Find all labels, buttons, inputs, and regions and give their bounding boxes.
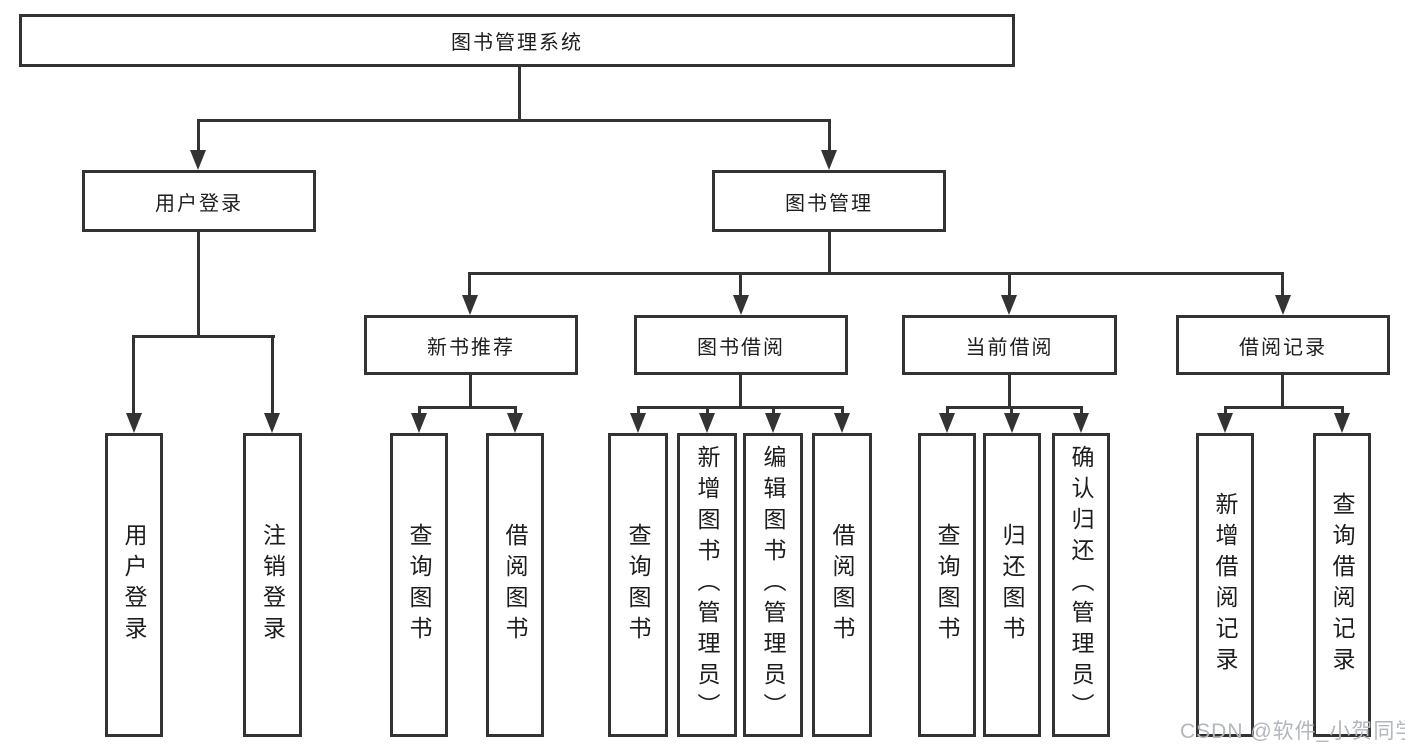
node-book-management: 图书管理 [712, 170, 946, 232]
node-book-borrow: 图书借阅 [634, 315, 848, 375]
watermark: CSDN @软件_小贺同学 [1180, 720, 1405, 743]
connector-leaf-drop [1080, 406, 1083, 413]
arrow-down [733, 295, 749, 315]
leaf-query-books-recommend: 查询图书 [390, 433, 448, 737]
connector-leaf-drop [1224, 406, 1227, 413]
connector-level3-drop [468, 272, 471, 295]
leaf-borrow-books-borrow: 借阅图书 [812, 433, 872, 737]
node-user-login: 用户登录 [82, 170, 316, 232]
connector-leaf-drop [1341, 406, 1344, 413]
leaf-return-book-label: 归还图书 [999, 523, 1025, 647]
node-root: 图书管理系统 [19, 14, 1015, 67]
connector-leaf-drop [1010, 406, 1013, 413]
connector-leaf-drop [271, 335, 274, 413]
leaf-query-books-recommend-label: 查询图书 [406, 523, 432, 647]
leaf-add-book-admin-label: 新增图书（管理员） [694, 445, 720, 724]
arrow-down [462, 295, 478, 315]
leaf-edit-book-admin-label: 编辑图书（管理员） [760, 445, 786, 724]
arrow-down [939, 413, 955, 433]
connector-current-rail [946, 406, 1083, 409]
connector-level3-drop [1281, 272, 1284, 295]
arrow-down [507, 413, 523, 433]
connector-user-login-drop [197, 119, 200, 151]
arrow-down [1001, 295, 1017, 315]
leaf-query-borrow-record-label: 查询借阅记录 [1329, 492, 1355, 678]
connector-level3-drop [1008, 272, 1011, 295]
connector-leaf-drop [418, 406, 421, 413]
connector-user-stem [197, 232, 200, 337]
arrow-down [126, 413, 142, 433]
connector-records-stem [1281, 375, 1284, 406]
connector-borrow-stem [739, 375, 742, 406]
node-current-borrow: 当前借阅 [902, 315, 1117, 375]
arrow-down [1217, 413, 1233, 433]
leaf-query-borrow-record: 查询借阅记录 [1313, 433, 1371, 737]
leaf-add-borrow-record: 新增借阅记录 [1196, 433, 1254, 737]
connector-level3-drop [739, 272, 742, 295]
leaf-logout-label: 注销登录 [259, 523, 286, 647]
node-borrow-records: 借阅记录 [1176, 315, 1390, 375]
connector-leaf-drop [637, 406, 640, 413]
connector-user-rail [132, 335, 275, 338]
node-new-book-recommend: 新书推荐 [364, 315, 578, 375]
connector-root-rail [197, 119, 831, 122]
leaf-borrow-books-recommend-label: 借阅图书 [502, 523, 528, 647]
node-borrow-records-label: 借阅记录 [1239, 336, 1327, 359]
arrow-down [1004, 413, 1020, 433]
leaf-logout: 注销登录 [243, 433, 302, 737]
connector-borrow-rail [637, 406, 844, 409]
arrow-down [1275, 295, 1291, 315]
connector-leaf-drop [132, 335, 135, 413]
arrow-down [821, 150, 837, 170]
connector-leaf-drop [706, 406, 709, 413]
node-user-login-label: 用户登录 [155, 192, 243, 215]
leaf-borrow-books-borrow-label: 借阅图书 [829, 523, 855, 647]
leaf-user-login: 用户登录 [105, 433, 163, 737]
connector-leaf-drop [946, 406, 949, 413]
connector-current-stem [1008, 375, 1011, 406]
leaf-confirm-return-admin-label: 确认归还（管理员） [1068, 445, 1094, 724]
connector-root-stem [518, 67, 521, 119]
connector-recommend-rail [418, 406, 517, 409]
leaf-user-login-label: 用户登录 [121, 523, 147, 647]
connector-leaf-drop [841, 406, 844, 413]
node-book-management-label: 图书管理 [785, 192, 873, 215]
leaf-return-book: 归还图书 [983, 433, 1041, 737]
connector-book-mgmt-drop [828, 119, 831, 151]
connector-leaf-drop [772, 406, 775, 413]
node-root-label: 图书管理系统 [451, 32, 583, 54]
connector-recommend-stem [469, 375, 472, 406]
leaf-query-books-borrow-label: 查询图书 [625, 523, 651, 647]
arrow-down [190, 150, 206, 170]
arrow-down [699, 413, 715, 433]
connector-leaf-drop [514, 406, 517, 413]
leaf-edit-book-admin: 编辑图书（管理员） [743, 433, 803, 737]
arrow-down [765, 413, 781, 433]
arrow-down [834, 413, 850, 433]
connector-mgmt-rail [469, 272, 1284, 275]
node-current-borrow-label: 当前借阅 [965, 336, 1054, 359]
arrow-down [1073, 413, 1089, 433]
arrow-down [411, 413, 427, 433]
leaf-add-book-admin: 新增图书（管理员） [677, 433, 737, 737]
arrow-down [630, 413, 646, 433]
node-new-book-recommend-label: 新书推荐 [427, 336, 515, 359]
node-book-borrow-label: 图书借阅 [697, 336, 785, 359]
leaf-query-books-borrow: 查询图书 [608, 433, 668, 737]
leaf-query-books-current-label: 查询图书 [934, 523, 960, 647]
leaf-add-borrow-record-label: 新增借阅记录 [1212, 492, 1238, 678]
arrow-down [1334, 413, 1350, 433]
arrow-down [264, 413, 280, 433]
leaf-borrow-books-recommend: 借阅图书 [486, 433, 544, 737]
connector-mgmt-stem [828, 232, 831, 272]
leaf-query-books-current: 查询图书 [918, 433, 976, 737]
connector-records-rail [1224, 406, 1344, 409]
leaf-confirm-return-admin: 确认归还（管理员） [1052, 433, 1110, 737]
